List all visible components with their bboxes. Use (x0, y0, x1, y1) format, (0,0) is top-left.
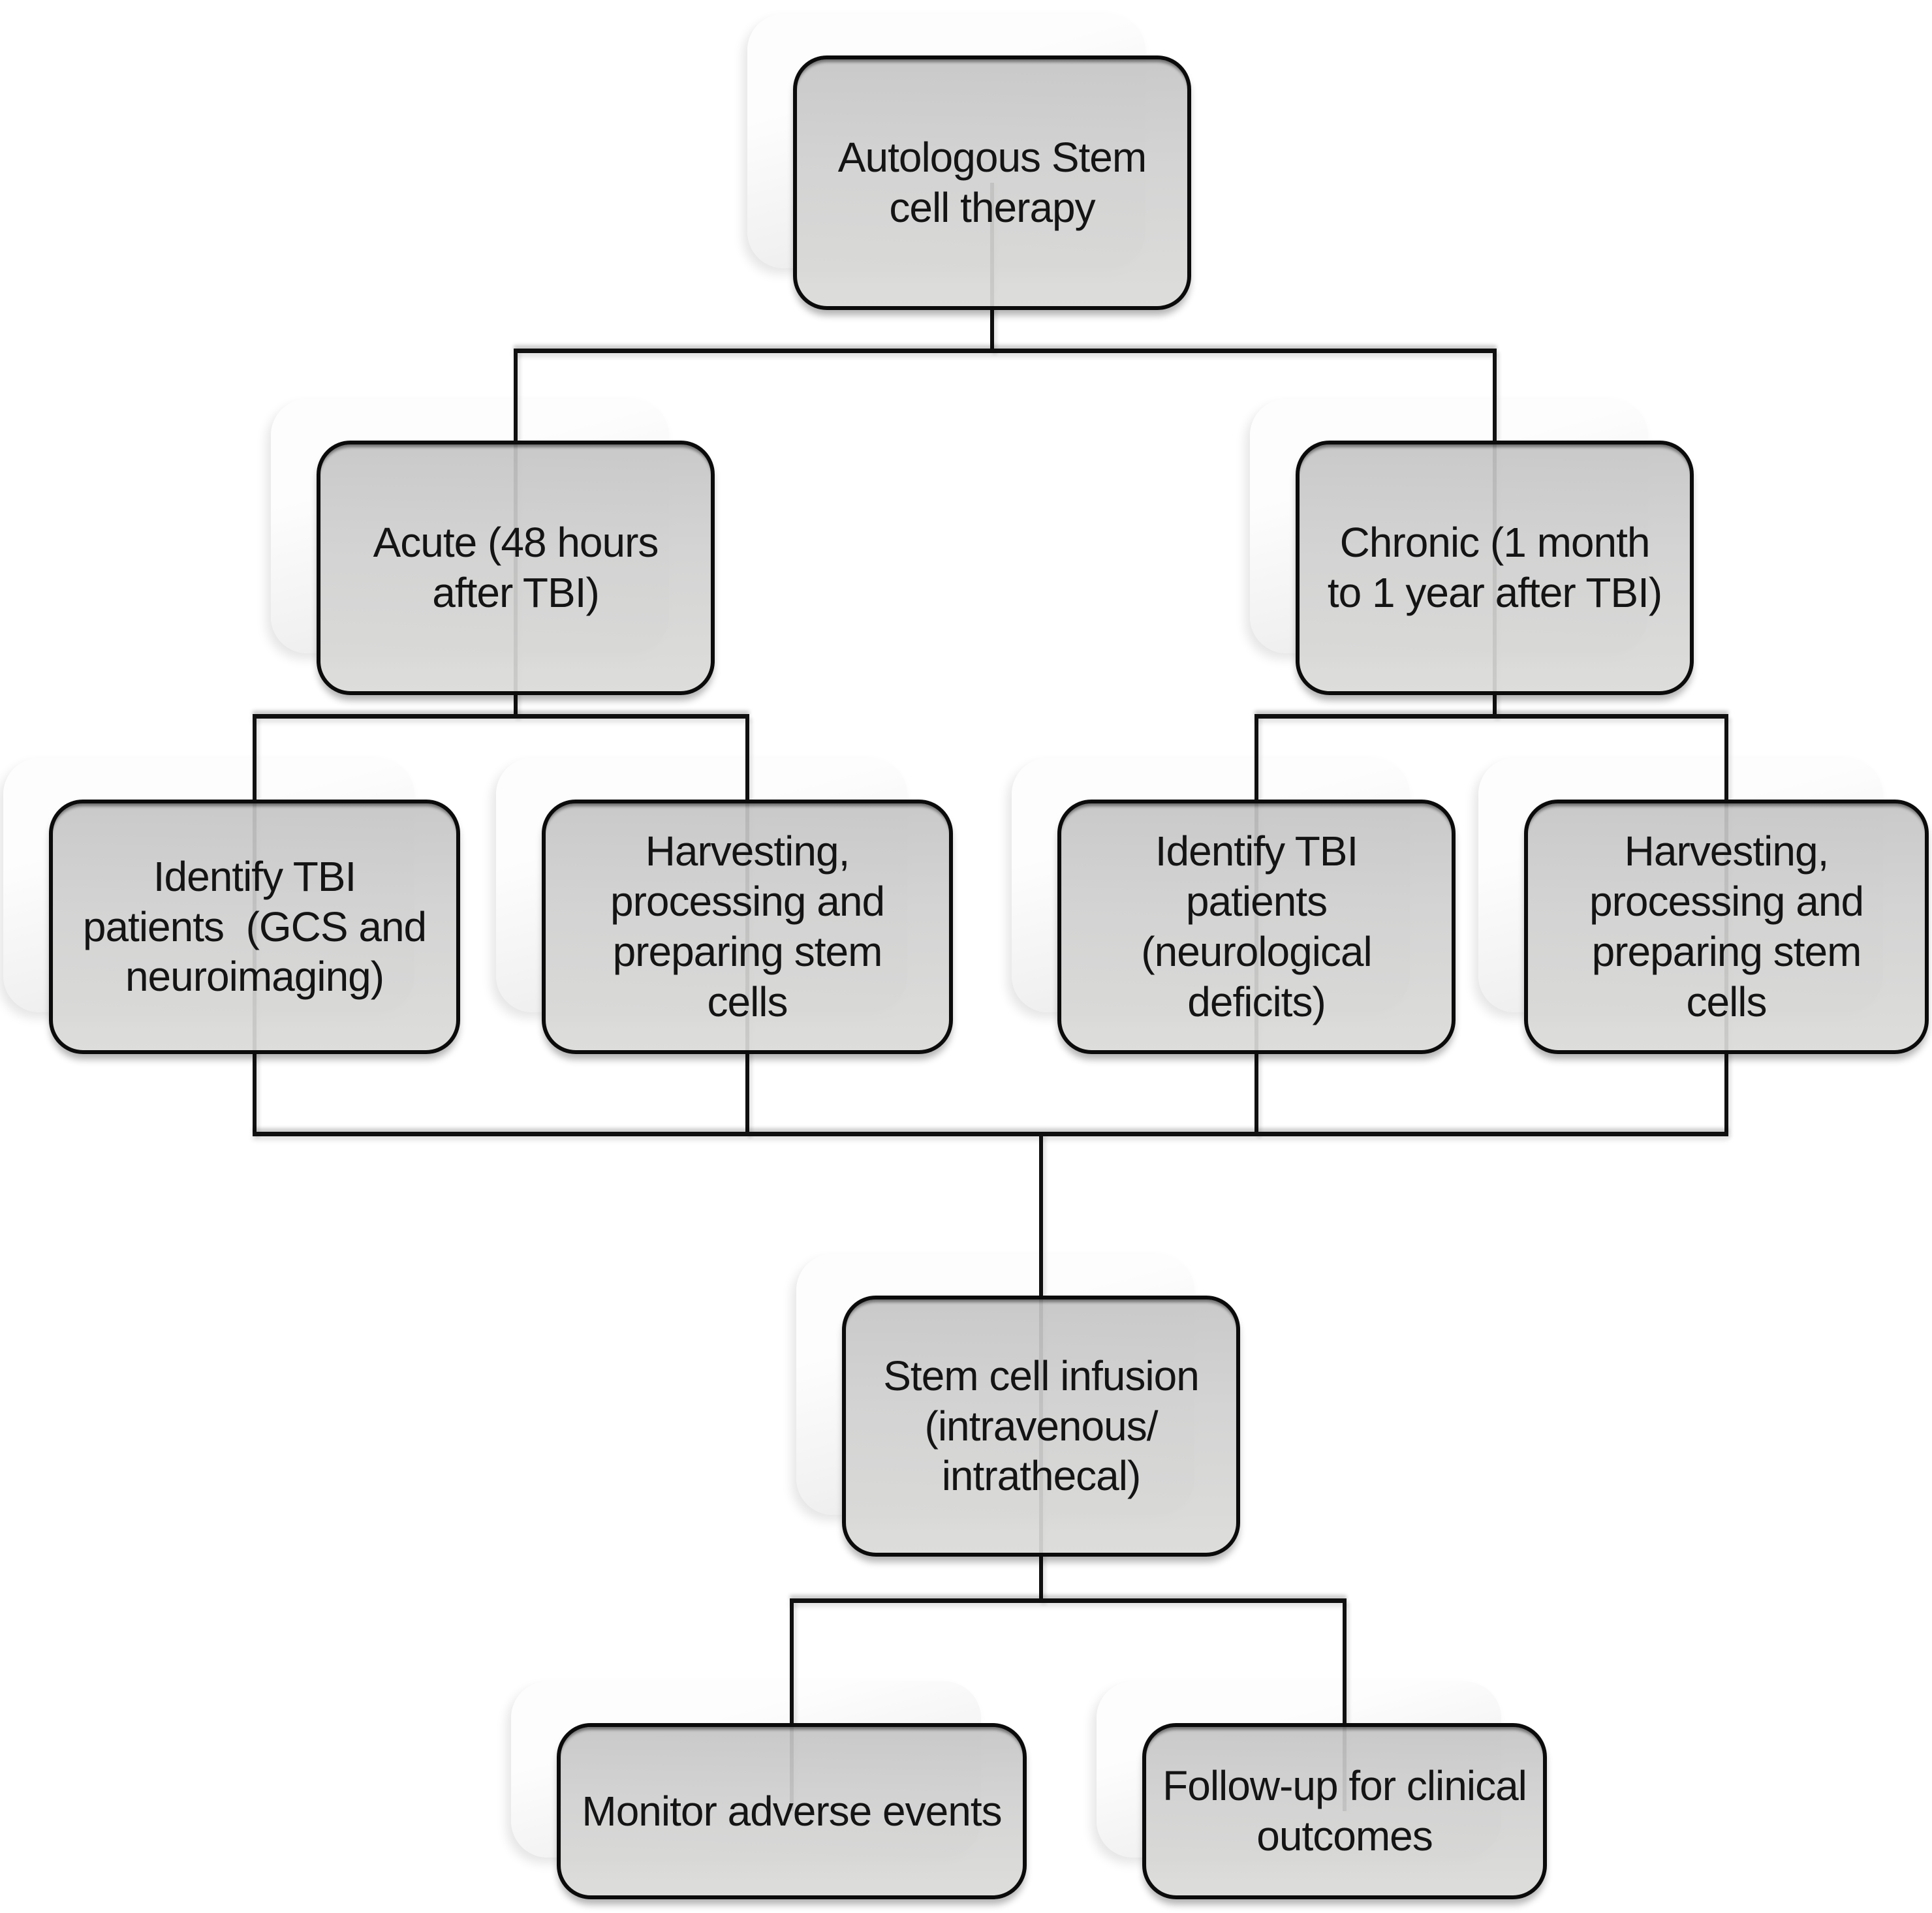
node-identify-tbi-chronic: Identify TBI patients (neurological defi… (1057, 800, 1456, 1054)
node-label: Acute (48 hours after TBI) (373, 519, 659, 616)
node-label: Chronic (1 month to 1 year after TBI) (1327, 519, 1662, 616)
node-acute: Acute (48 hours after TBI) (317, 441, 715, 695)
connector-infusion-branch (790, 1598, 1347, 1603)
node-label: Identify TBI patients (GCS and neuroimag… (82, 852, 427, 1001)
connector-to-followup (1343, 1600, 1347, 1811)
node-follow-up-clinical-outcomes: Follow-up for clinical outcomes (1142, 1723, 1547, 1899)
node-label: Autologous Stem cell therapy (837, 134, 1147, 231)
node-label: Monitor adverse events (582, 1787, 1002, 1835)
node-label: Harvesting, processing and preparing ste… (1589, 828, 1864, 1025)
node-harvesting-chronic: Harvesting, processing and preparing ste… (1524, 800, 1929, 1054)
node-stem-cell-infusion: Stem cell infusion (intravenous/ intrath… (842, 1296, 1240, 1557)
node-label: Stem cell infusion (intravenous/ intrath… (883, 1352, 1200, 1500)
connector-acute-branch (253, 714, 749, 719)
node-harvesting-acute: Harvesting, processing and preparing ste… (542, 800, 953, 1054)
node-label: Harvesting, processing and preparing ste… (610, 828, 885, 1025)
node-identify-tbi-acute: Identify TBI patients (GCS and neuroimag… (49, 800, 460, 1054)
connector-chronic-branch (1254, 714, 1728, 719)
node-monitor-adverse-events: Monitor adverse events (557, 1723, 1027, 1899)
node-autologous-stem-cell-therapy: Autologous Stem cell therapy (793, 55, 1191, 310)
connector-to-monitor (790, 1600, 794, 1811)
node-label: Follow-up for clinical outcomes (1162, 1762, 1527, 1859)
connector-root-branch (514, 349, 1497, 353)
connector-merge-bar (253, 1132, 1728, 1136)
node-label: Identify TBI patients (neurological defi… (1141, 828, 1372, 1025)
node-chronic: Chronic (1 month to 1 year after TBI) (1296, 441, 1694, 695)
